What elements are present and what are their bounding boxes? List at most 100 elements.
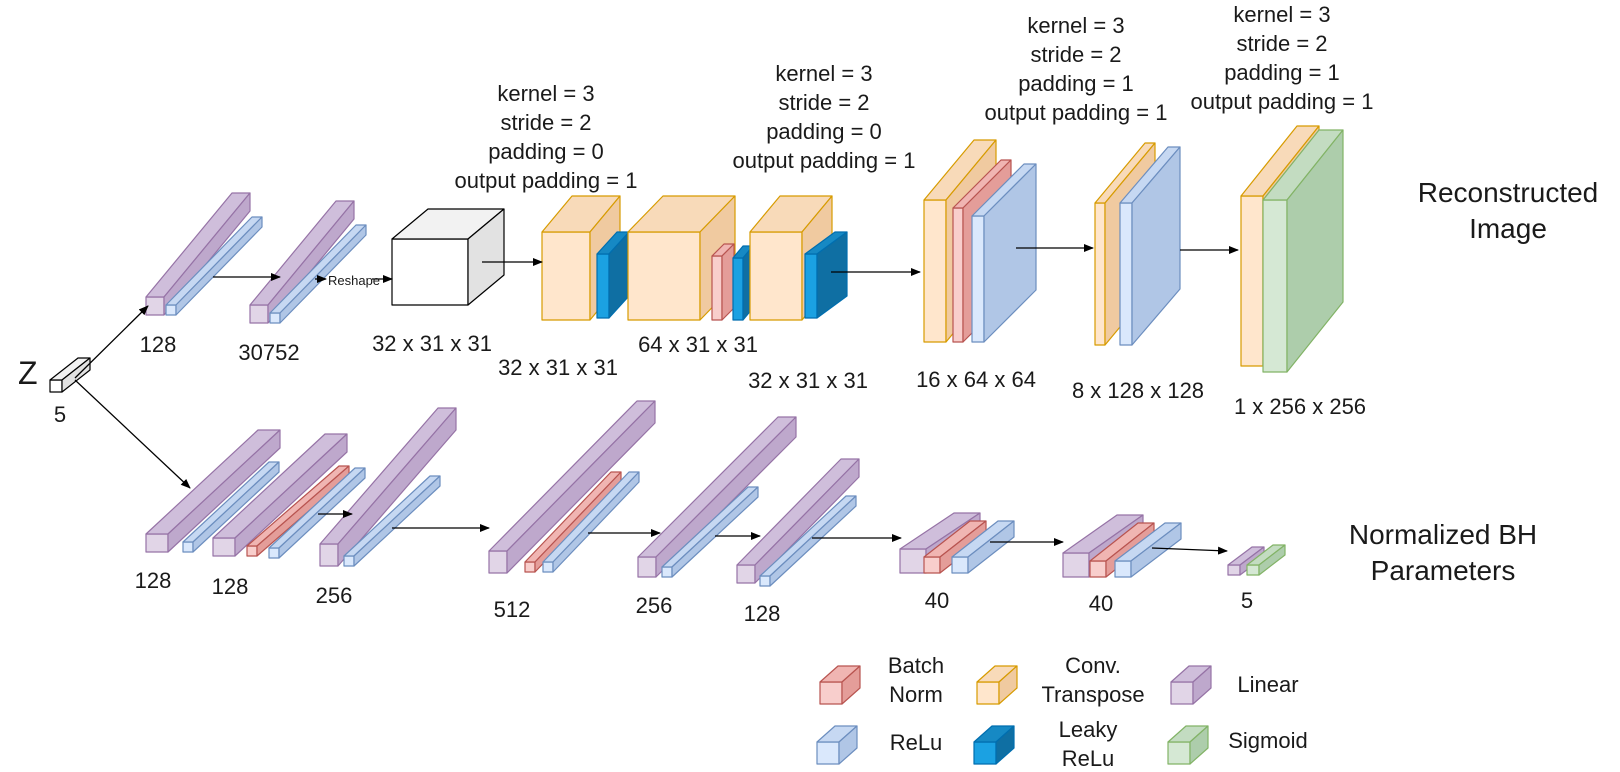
legend-label: ReLu (890, 730, 943, 755)
image-size-label: 64 x 31 x 31 (638, 332, 758, 357)
convt-block (976, 665, 1018, 705)
block-front (952, 207, 964, 343)
leaky-block (804, 231, 848, 319)
block-front (1246, 564, 1260, 576)
block-side (61, 357, 91, 393)
conv-param-line: output padding = 1 (1191, 89, 1374, 114)
relu-block (971, 163, 1037, 343)
image-title-line: Image (1469, 213, 1547, 244)
block-front (1170, 681, 1194, 705)
block-front (661, 566, 673, 578)
params-title-line: Parameters (1371, 555, 1516, 586)
conv-param-line: padding = 0 (766, 119, 882, 144)
image-size-label: 32 x 31 x 31 (748, 368, 868, 393)
image-size-label: 32 x 31 x 31 (372, 331, 492, 356)
arrow (74, 379, 191, 489)
linear-block (212, 433, 348, 557)
legend-label: Conv. (1065, 653, 1121, 678)
block-front (596, 253, 610, 319)
batchnorm-block (819, 665, 861, 705)
image-size-label: 128 (140, 332, 177, 357)
block-front (899, 548, 927, 574)
legend-label: Sigmoid (1228, 728, 1307, 753)
param-size-label: 40 (925, 588, 949, 613)
legend: Batch Norm Conv. Transpose Linear ReLu L… (888, 653, 1308, 771)
sigmoid-block (1167, 725, 1209, 765)
param-size-label: 128 (212, 574, 249, 599)
block-side (983, 163, 1037, 343)
block-front (971, 215, 985, 343)
connection-arrows (74, 244, 1239, 555)
block-side (167, 429, 281, 553)
legend-label: Batch (888, 653, 944, 678)
input-size-label: 5 (54, 402, 66, 427)
block-front (973, 741, 997, 765)
block-side (721, 243, 735, 321)
block-front (627, 231, 701, 321)
block-side (353, 475, 441, 567)
block-side (754, 458, 860, 584)
block-front (542, 561, 554, 573)
linear-block (488, 400, 656, 574)
param-size-label: 256 (316, 583, 353, 608)
block-front (736, 564, 756, 584)
block-front (524, 561, 536, 573)
block-front (246, 545, 258, 557)
block-front (637, 556, 657, 578)
relu-block (542, 471, 640, 573)
leaky-block (973, 725, 1015, 765)
param-size-label: 40 (1089, 591, 1113, 616)
conv-param-line: stride = 2 (1030, 42, 1121, 67)
reshape-label: Reshape (328, 273, 380, 288)
params-title-line: Normalized BH (1349, 519, 1537, 550)
block-front (541, 231, 591, 321)
block-front (1119, 202, 1133, 346)
block-front (816, 741, 840, 765)
block-side (995, 725, 1015, 765)
block-front (759, 575, 771, 587)
block-front (145, 533, 169, 553)
input-block (49, 357, 91, 393)
block-front (391, 238, 469, 306)
image-size-label: 30752 (238, 340, 299, 365)
image-size-label: 8 x 128 x 128 (1072, 378, 1204, 403)
block-front (1062, 552, 1090, 578)
relu-block (1119, 146, 1181, 346)
block-front (268, 547, 280, 559)
block-front (269, 312, 281, 324)
block-side (506, 400, 656, 574)
block-side (816, 231, 848, 319)
relu-block (951, 520, 1015, 574)
block-side (279, 224, 367, 324)
relu-block (661, 486, 759, 578)
block-front (923, 199, 947, 343)
block-side (234, 433, 348, 557)
conv-param-line: kernel = 3 (775, 61, 872, 86)
conv-param-line: padding = 0 (488, 139, 604, 164)
conv-param-line: stride = 2 (500, 110, 591, 135)
block-side (1286, 129, 1344, 373)
block-side (337, 407, 457, 567)
conv-param-line: output padding = 1 (733, 148, 916, 173)
block-side (655, 416, 797, 578)
conv-param-line: kernel = 3 (497, 81, 594, 106)
block-front (749, 231, 803, 321)
image-title-line: Reconstructed (1418, 177, 1599, 208)
relu-block (268, 467, 366, 559)
block-front (923, 556, 941, 574)
block-front (732, 257, 744, 321)
relu-block (165, 216, 263, 316)
layer-blocks (49, 125, 1344, 765)
conv-param-line: stride = 2 (1236, 31, 1327, 56)
block-side (1258, 544, 1286, 576)
input-block (391, 208, 505, 306)
image-size-label: 16 x 64 x 64 (916, 367, 1036, 392)
block-side (1130, 522, 1182, 578)
batchnorm-block (711, 243, 735, 321)
block-front (182, 541, 194, 553)
block-front (1240, 195, 1264, 367)
linear-block (736, 458, 860, 584)
arrow (1151, 546, 1228, 555)
conv-params-4: kernel = 3 stride = 2 padding = 1 output… (1191, 2, 1374, 114)
conv-param-line: padding = 1 (1018, 71, 1134, 96)
